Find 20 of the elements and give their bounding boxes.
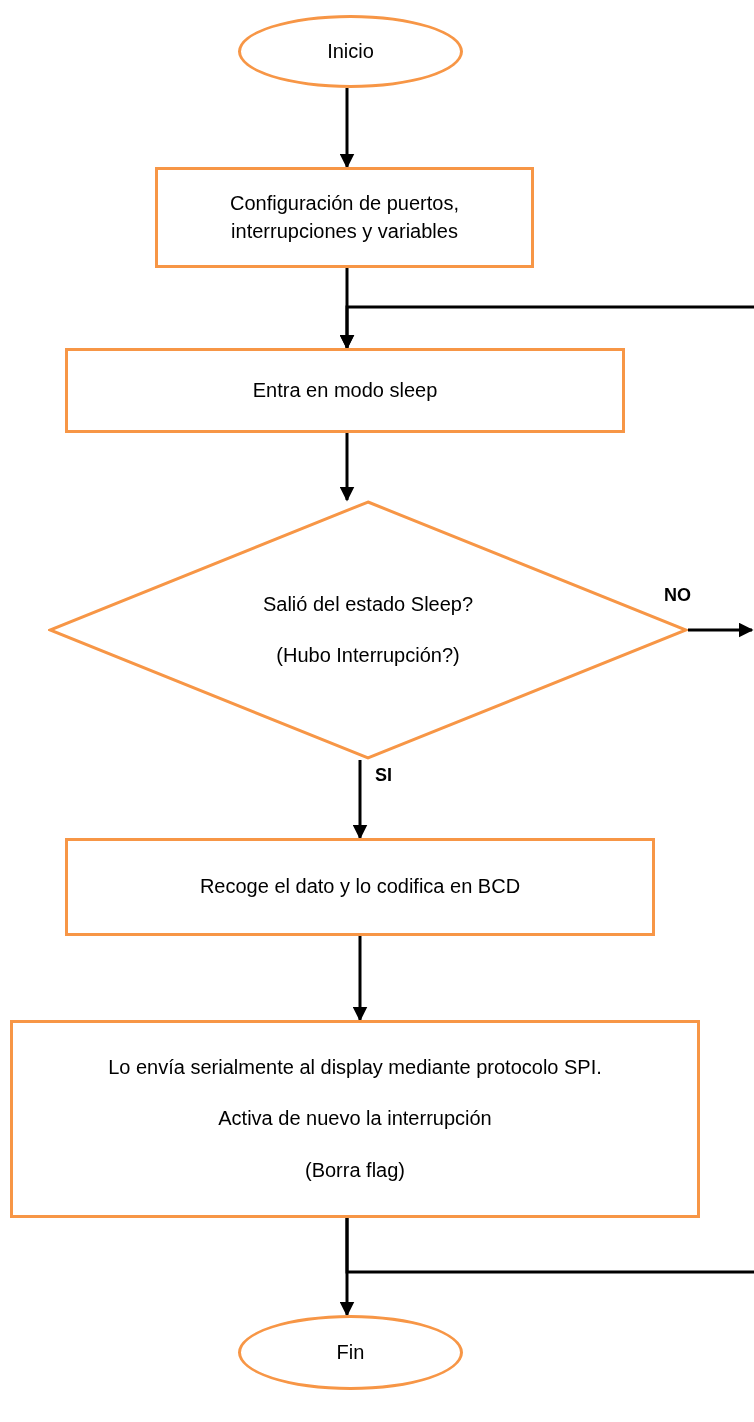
node-text: (Borra flag)	[305, 1157, 405, 1183]
node-text: Fin	[336, 1339, 365, 1365]
node-text: Inicio	[327, 38, 374, 64]
node-text: Configuración de puertos, interrupciones y variables	[228, 191, 460, 244]
node-text: Lo envía serialmente al display mediante protocolo SPI.	[108, 1054, 602, 1080]
node-text: Recoge el dato y lo codifica en BCD	[199, 874, 521, 900]
process-box	[155, 167, 534, 268]
arrow	[688, 622, 754, 638]
process-box	[65, 838, 655, 936]
process-box	[65, 348, 625, 433]
arrow	[339, 88, 355, 169]
process-box	[10, 1020, 700, 1218]
arrow	[339, 433, 355, 502]
node-text: (Hubo Interrupción?)	[276, 643, 460, 668]
node-text: Salió del estado Sleep?	[262, 591, 474, 617]
arrow	[352, 936, 368, 1022]
node-text: Entra en modo sleep	[252, 377, 438, 403]
arrow	[339, 305, 754, 350]
arrow	[352, 760, 368, 840]
node-text: Activa de nuevo la interrupción	[218, 1106, 492, 1132]
